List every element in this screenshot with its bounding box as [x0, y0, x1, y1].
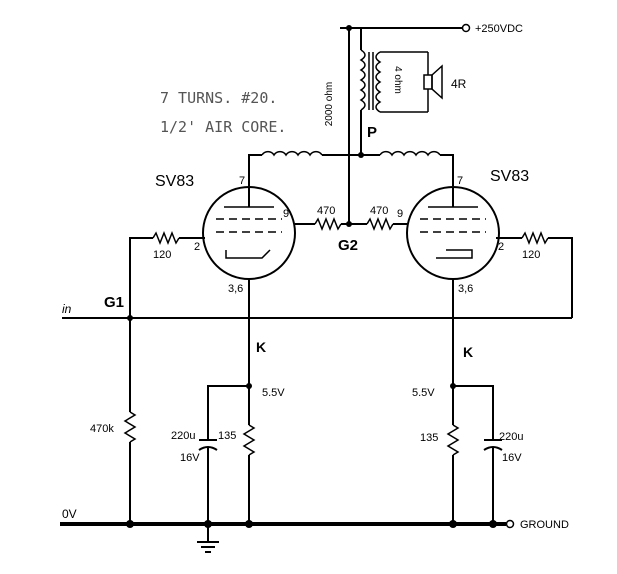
label-g2-left: 470 — [317, 205, 335, 217]
supply-rail — [340, 23, 471, 33]
pin-cathode-left: 3,6 — [228, 283, 243, 295]
cathode-circuit-right — [446, 279, 503, 524]
zero-v-label: 0V — [62, 507, 77, 521]
plate-label: P — [367, 124, 377, 141]
note-line-1: 7 TURNS. #20. — [160, 89, 277, 107]
node-g1-label: G1 — [104, 294, 124, 311]
secondary-label: 4 ohm — [392, 66, 403, 94]
plate-choke-right — [361, 150, 454, 186]
node-g2-label: G2 — [338, 237, 358, 254]
label-cathode-right: 135 — [420, 432, 438, 444]
resistor-g2-right — [360, 216, 407, 232]
resistor-g1-left — [129, 230, 205, 318]
node-kv-right: 5.5V — [412, 387, 435, 399]
node-kv-left: 5.5V — [262, 387, 285, 399]
label-cathode-left: 135 — [218, 430, 236, 442]
ground-rail — [60, 519, 515, 529]
tube-right — [406, 186, 500, 280]
cap-right-voltage: 16V — [502, 452, 522, 464]
node-k-left: K — [256, 339, 266, 355]
cap-left-voltage: 16V — [180, 452, 200, 464]
tube-right-label: SV83 — [490, 168, 529, 185]
output-transformer — [358, 28, 429, 158]
label-g1-left: 120 — [153, 249, 171, 261]
speaker-icon — [423, 64, 443, 100]
plate-choke-left — [248, 150, 361, 186]
cap-left-value: 220u — [171, 430, 195, 442]
label-g1-right: 120 — [522, 249, 540, 261]
pin-g2-right: 9 — [397, 208, 403, 220]
ground-label: GROUND — [520, 519, 569, 531]
cap-right-value: 220u — [499, 431, 523, 443]
pin-g1-right: 2 — [498, 241, 504, 253]
pin-cathode-right: 3,6 — [458, 283, 473, 295]
note-line-2: 1/2' AIR CORE. — [160, 118, 286, 136]
input-label: in — [62, 302, 72, 316]
supply-label: +250VDC — [475, 23, 523, 35]
node-k-right: K — [463, 344, 473, 360]
pin-plate-right: 7 — [457, 175, 463, 187]
label-grid-leak: 470k — [90, 423, 114, 435]
earth-ground-icon — [197, 524, 219, 553]
primary-label: 2000 ohm — [324, 82, 335, 126]
tube-left-label: SV83 — [155, 173, 194, 190]
resistor-grid-leak — [123, 318, 137, 524]
pin-g1-left: 2 — [194, 241, 200, 253]
label-g2-right: 470 — [370, 205, 388, 217]
resistor-g1-right — [496, 230, 573, 318]
tube-left — [202, 186, 296, 280]
resistor-g2-left — [295, 216, 360, 232]
speaker-label: 4R — [451, 77, 467, 91]
pin-g2-left: 9 — [283, 208, 289, 220]
cathode-circuit-left — [198, 279, 256, 524]
pin-plate-left: 7 — [239, 175, 245, 187]
